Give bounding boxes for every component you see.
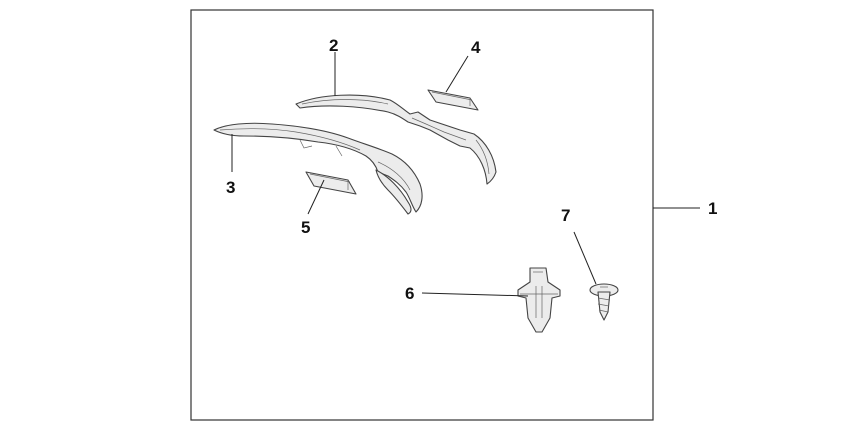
kit-frame — [190, 9, 654, 421]
callout-5: 5 — [301, 218, 310, 237]
callout-2: 2 — [329, 36, 338, 55]
part-4-bracket[interactable] — [427, 89, 479, 111]
leader-line-5 — [307, 179, 325, 215]
callout-4: 4 — [471, 38, 481, 57]
part-6-push-clip[interactable] — [517, 267, 561, 333]
callout-7: 7 — [561, 206, 570, 225]
part-5-bracket[interactable] — [305, 171, 357, 195]
callout-3: 3 — [226, 178, 235, 197]
part-2-upper-strip[interactable] — [295, 94, 497, 185]
leader-line-7 — [573, 231, 597, 285]
part-7-screw[interactable] — [589, 283, 619, 321]
callout-1: 1 — [708, 199, 717, 218]
leader-line-4 — [445, 55, 469, 93]
callout-6: 6 — [405, 284, 414, 303]
leader-line-6 — [421, 292, 529, 297]
part-3-lower-strip[interactable] — [213, 122, 423, 215]
